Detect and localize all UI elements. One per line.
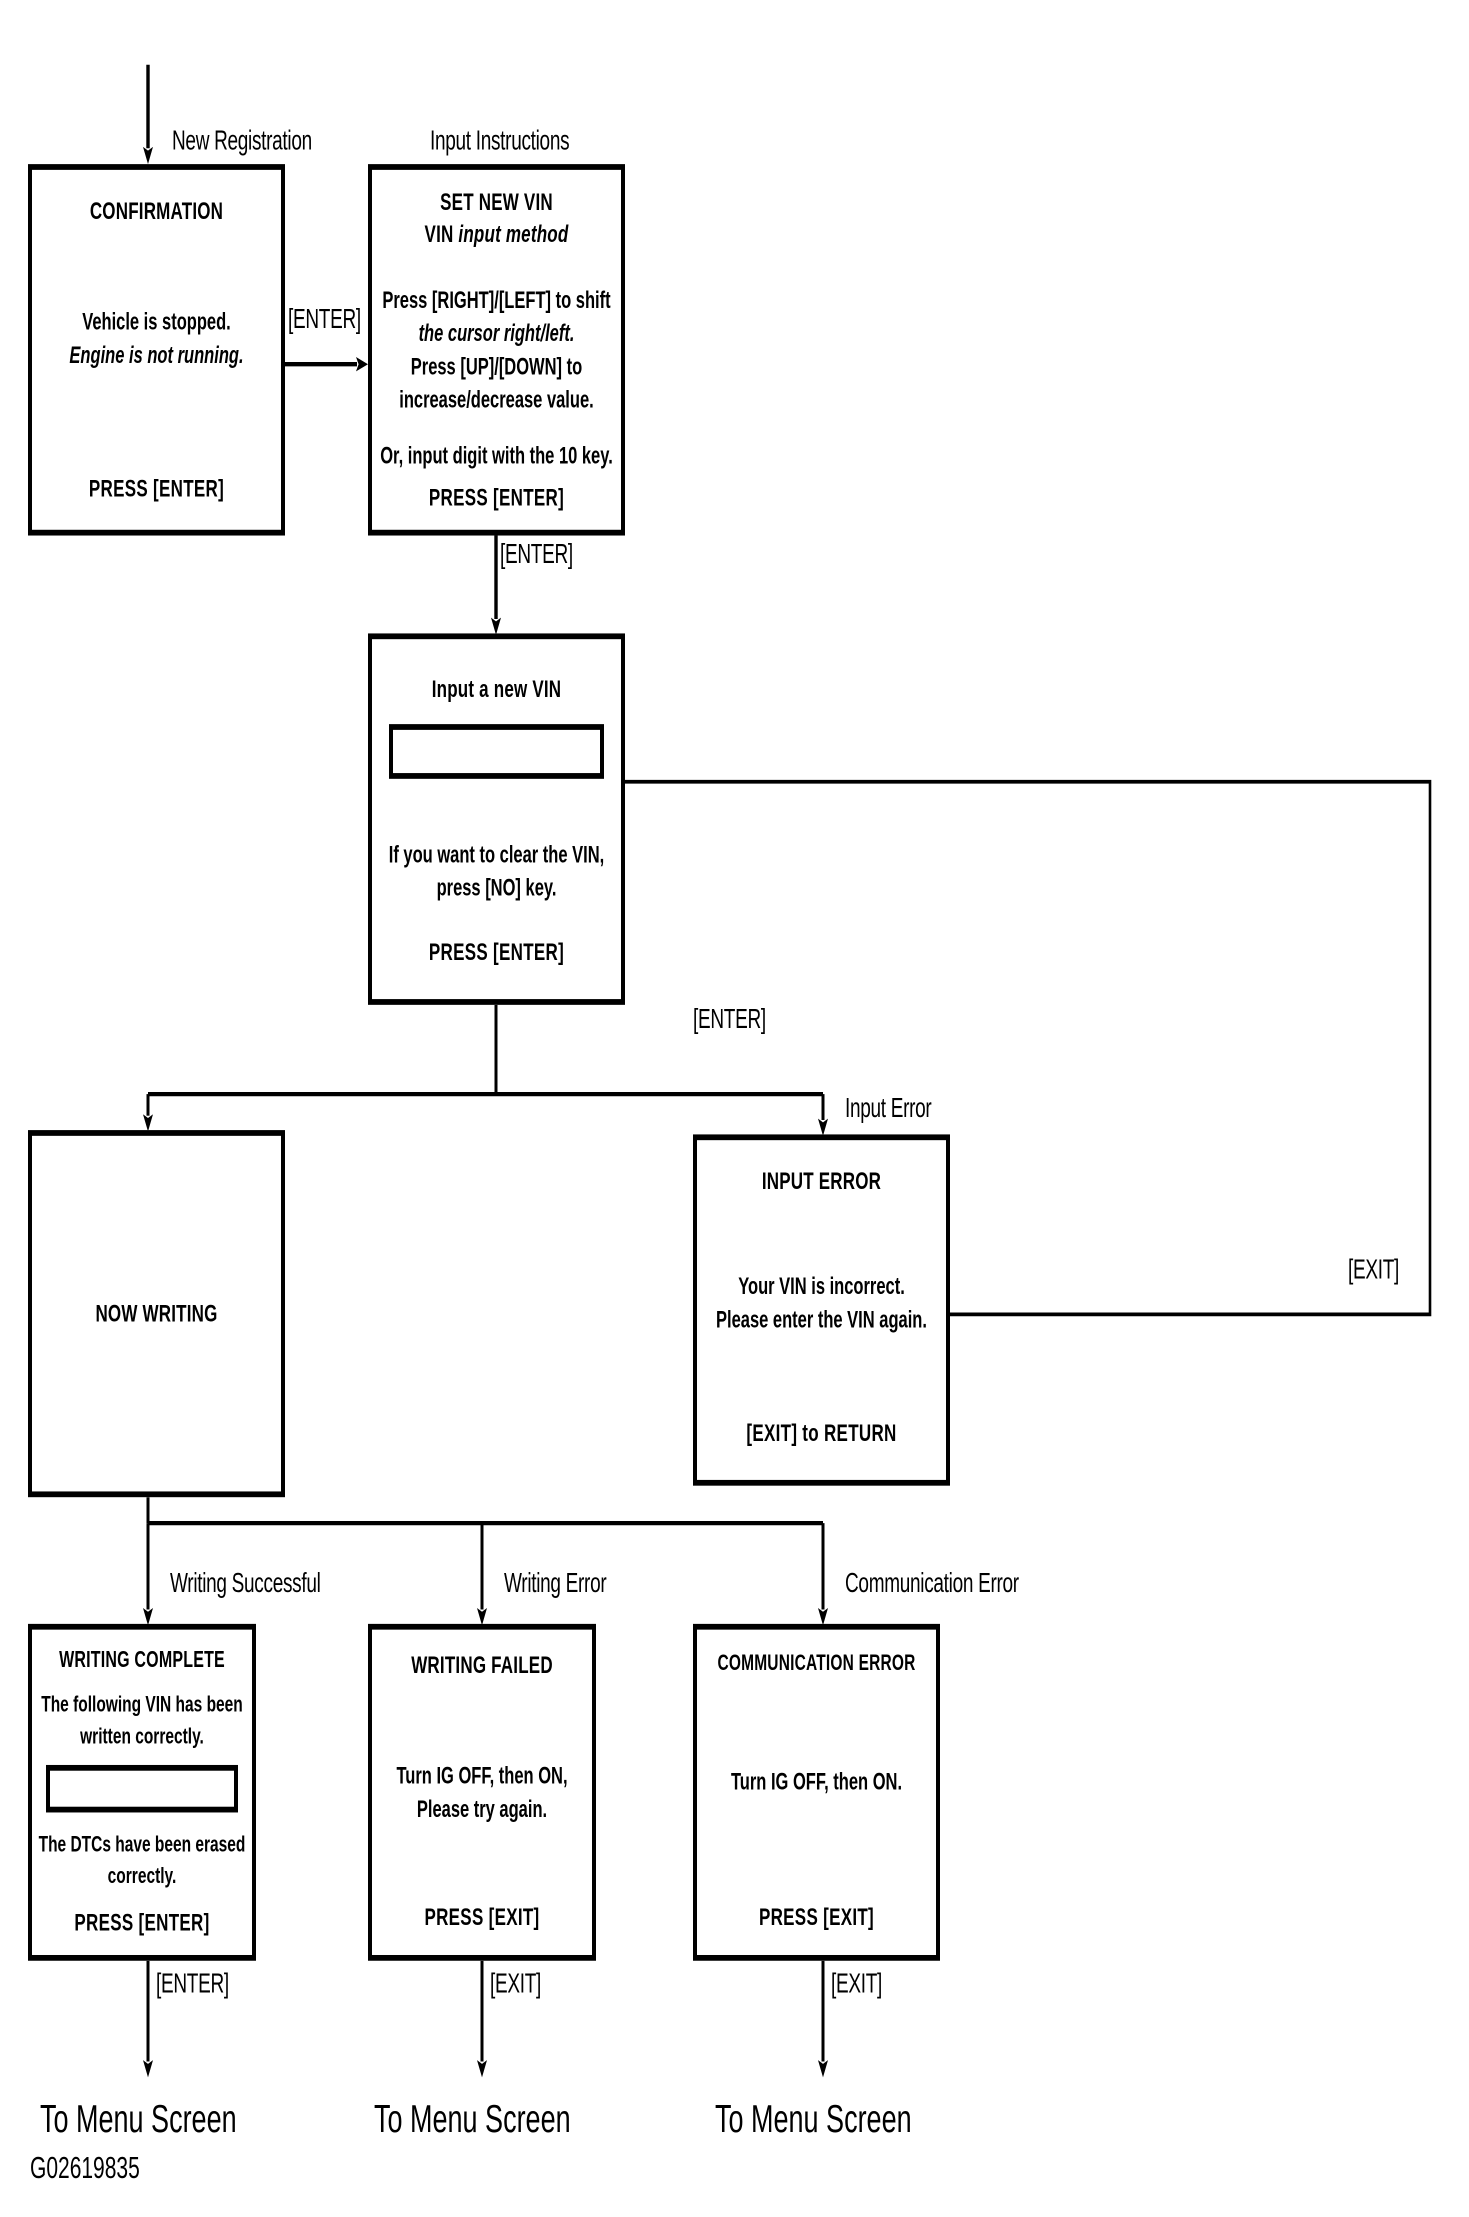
- input-a-new-vin-line-2: press [NO] key.: [436, 875, 557, 902]
- set-new-vin-subtitle-italic: input method: [458, 220, 569, 248]
- edge-label-exit-writing-failed: [EXIT]: [490, 1969, 541, 2000]
- caption-input-instructions: Input Instructions: [430, 126, 570, 157]
- screen-input-error[interactable]: INPUT ERROR Your VIN is incorrect. Pleas…: [693, 1134, 950, 1486]
- set-new-vin-line-4: increase/decrease value.: [399, 386, 594, 413]
- input-a-new-vin-title: Input a new VIN: [431, 675, 562, 703]
- confirmation-line-1: Vehicle is stopped.: [82, 309, 231, 336]
- set-new-vin-line-1: Press [RIGHT]/[LEFT] to shift: [382, 287, 611, 314]
- screen-communication-error[interactable]: COMMUNICATION ERROR Turn IG OFF, then ON…: [693, 1623, 940, 1961]
- screen-writing-complete[interactable]: WRITING COMPLETE The following VIN has b…: [28, 1623, 256, 1961]
- set-new-vin-line-2: the cursor right/left.: [418, 320, 575, 347]
- confirmation-title: CONFIRMATION: [89, 197, 224, 225]
- screen-confirmation[interactable]: CONFIRMATION Vehicle is stopped. Engine …: [28, 164, 285, 536]
- screen-now-writing[interactable]: NOW WRITING: [28, 1130, 285, 1498]
- edge-label-enter-writing-complete: [ENTER]: [156, 1969, 229, 2000]
- writing-complete-line-1: The following VIN has been: [41, 1692, 243, 1718]
- input-error-line-1: Your VIN is incorrect.: [738, 1274, 905, 1301]
- caption-new-registration: New Registration: [172, 126, 312, 157]
- caption-writing-error: Writing Error: [504, 1569, 607, 1600]
- screen-set-new-vin[interactable]: SET NEW VIN VIN input method Press [RIGH…: [368, 164, 625, 536]
- set-new-vin-title: SET NEW VIN: [440, 188, 553, 216]
- writing-complete-title: WRITING COMPLETE: [59, 1648, 225, 1673]
- edge-label-enter-inputvin-out: [ENTER]: [693, 1004, 766, 1036]
- set-new-vin-line-3: Press [UP]/[DOWN] to: [410, 353, 583, 380]
- now-writing-title: NOW WRITING: [95, 1299, 218, 1328]
- screen-writing-failed[interactable]: WRITING FAILED Turn IG OFF, then ON, Ple…: [368, 1623, 596, 1961]
- writing-complete-line-2: written correctly.: [80, 1724, 204, 1749]
- set-new-vin-subtitle-plain: VIN: [424, 220, 459, 248]
- caption-writing-successful: Writing Successful: [170, 1569, 321, 1600]
- writing-complete-line-4: correctly.: [107, 1864, 177, 1889]
- set-new-vin-line-5: Or, input digit with the 10 key.: [380, 443, 613, 470]
- figure-id: G02619835: [30, 2152, 140, 2186]
- edge-label-enter-confirmation-to-setvin: [ENTER]: [288, 305, 361, 336]
- writing-complete-line-3: The DTCs have been erased: [38, 1833, 246, 1858]
- writing-failed-line-2: Please try again.: [416, 1797, 548, 1824]
- written-vin-field: [46, 1765, 238, 1814]
- screen-input-a-new-vin[interactable]: Input a new VIN If you want to clear the…: [368, 633, 625, 1005]
- communication-error-title: COMMUNICATION ERROR: [717, 1651, 916, 1676]
- edge-label-enter-setvin-to-inputvin: [ENTER]: [500, 539, 573, 571]
- input-error-line-2: Please enter the VIN again.: [716, 1307, 927, 1334]
- confirmation-line-2: Engine is not running.: [69, 343, 244, 370]
- input-a-new-vin-footer: PRESS [ENTER]: [428, 938, 565, 966]
- confirmation-footer: PRESS [ENTER]: [88, 475, 225, 503]
- communication-error-footer: PRESS [EXIT]: [758, 1903, 875, 1931]
- writing-failed-line-1: Turn IG OFF, then ON,: [396, 1763, 568, 1790]
- communication-error-line-1: Turn IG OFF, then ON.: [730, 1769, 903, 1796]
- caption-input-error: Input Error: [845, 1094, 932, 1125]
- terminal-to-menu-screen-middle: To Menu Screen: [374, 2097, 571, 2141]
- caption-communication-error: Communication Error: [845, 1569, 1019, 1600]
- writing-failed-footer: PRESS [EXIT]: [424, 1903, 540, 1931]
- writing-complete-footer: PRESS [ENTER]: [74, 1908, 210, 1937]
- input-error-footer: [EXIT] to RETURN: [746, 1419, 897, 1447]
- terminal-to-menu-screen-left: To Menu Screen: [40, 2097, 237, 2141]
- edge-label-exit-input-error: [EXIT]: [1348, 1255, 1399, 1286]
- input-error-title: INPUT ERROR: [761, 1167, 882, 1195]
- input-a-new-vin-line-1: If you want to clear the VIN,: [388, 842, 605, 869]
- edge-label-exit-communication-error: [EXIT]: [831, 1969, 882, 2000]
- terminal-to-menu-screen-right: To Menu Screen: [715, 2097, 912, 2141]
- set-new-vin-footer: PRESS [ENTER]: [428, 483, 565, 512]
- writing-failed-title: WRITING FAILED: [411, 1651, 553, 1679]
- vin-input-field[interactable]: [389, 724, 604, 780]
- set-new-vin-subtitle: VIN input method: [425, 219, 569, 250]
